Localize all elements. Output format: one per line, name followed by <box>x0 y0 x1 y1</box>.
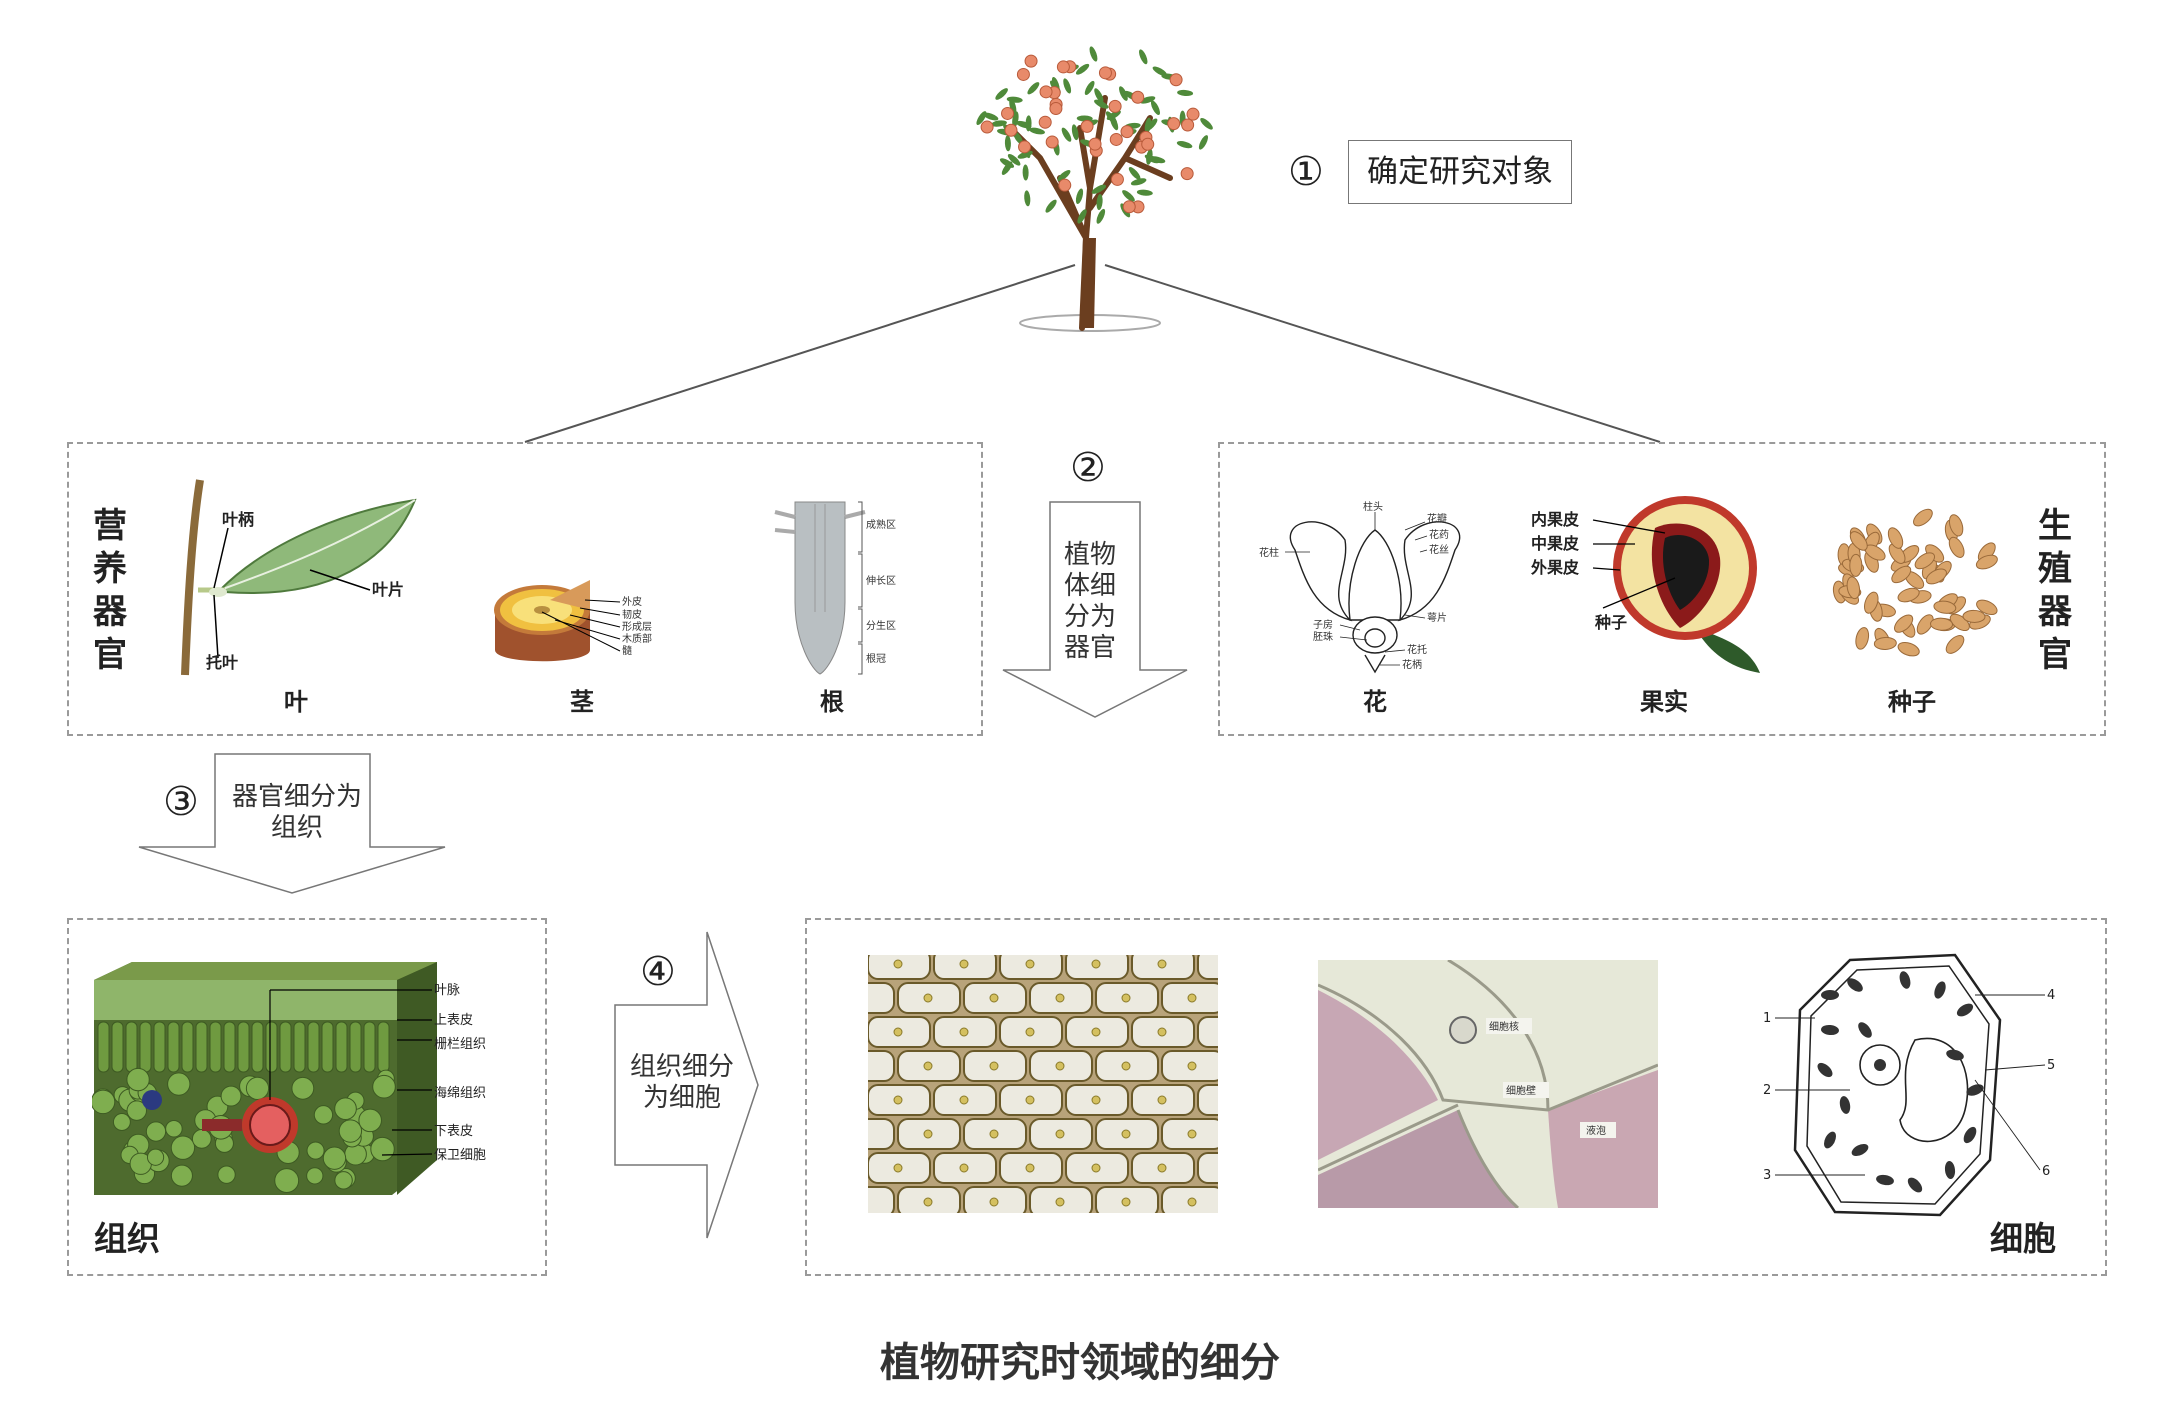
step2-down-arrow <box>1002 501 1188 718</box>
cell-number-6: 6 <box>2042 1164 2050 1179</box>
flower-label-anther: 花药 <box>1429 528 1449 541</box>
leaf-label-petiole: 叶柄 <box>222 510 254 529</box>
root-label-cap: 根冠 <box>866 652 886 665</box>
tissue-box <box>67 918 547 1276</box>
tissue-label-vein: 叶脉 <box>434 983 460 998</box>
organ-label-leaf: 叶 <box>284 688 308 716</box>
step3-down-arrow <box>138 753 446 894</box>
tissue-title: 组织 <box>94 1219 160 1258</box>
tissue-label-palisade: 栅栏组织 <box>434 1037 486 1052</box>
stem-label-xylem: 木质部 <box>622 632 652 645</box>
step4-right-arrow <box>614 931 759 1239</box>
root-label-meristem: 分生区 <box>866 619 896 632</box>
vegetative-organs-box <box>67 442 983 736</box>
micro-label-vacuole: 液泡 <box>1586 1124 1606 1137</box>
stem-cross-section-illustration: 外皮 韧皮 形成层 木质部 髓 <box>494 580 652 662</box>
cell-title: 细胞 <box>1990 1219 2056 1258</box>
cell-micrograph: 细胞核 细胞壁 液泡 <box>1318 960 1658 1208</box>
flower-label-ovule: 胚珠 <box>1313 630 1333 643</box>
flower-label-ovary: 子房 <box>1313 618 1333 631</box>
organ-label-stem: 茎 <box>570 688 594 716</box>
tissue-label-upper-epidermis: 上表皮 <box>434 1013 473 1028</box>
step2-label: 植物体细分为器官 <box>1063 540 1116 663</box>
onion-epidermis-micrograph <box>868 955 1218 1213</box>
root-label-elongation: 伸长区 <box>866 575 896 587</box>
flower-label-filament: 花丝 <box>1429 543 1449 556</box>
tissue-label-spongy: 海绵组织 <box>434 1086 486 1101</box>
reproductive-organs-box <box>1218 442 2106 736</box>
figure-caption: 植物研究时领域的细分 <box>880 1340 1280 1386</box>
plant-cell-diagram: 1 2 3 4 5 6 <box>1763 953 2055 1217</box>
stem-label-pith: 髓 <box>622 644 632 657</box>
fruit-label-exocarp: 外果皮 <box>1530 558 1579 577</box>
organ-label-seed: 种子 <box>1888 688 1936 716</box>
fruit-label-seed: 种子 <box>1594 613 1627 632</box>
flower-label-pedicel: 花柄 <box>1402 658 1422 671</box>
step4-number: ④ <box>640 949 676 995</box>
leaf-illustration: 叶柄 叶片 托叶 <box>181 479 417 676</box>
leaf-tissue-block-illustration: 叶脉 上表皮 栅栏组织 海绵组织 下表皮 保卫细胞 <box>92 962 486 1195</box>
root-label-maturation: 成熟区 <box>866 518 896 531</box>
flower-label-sepal: 萼片 <box>1427 611 1447 624</box>
flower-label-receptacle: 花托 <box>1407 643 1427 656</box>
organ-label-fruit: 果实 <box>1640 688 1688 716</box>
vegetative-title: 营养器官 <box>93 506 127 675</box>
tissue-label-lower-epidermis: 下表皮 <box>434 1124 473 1139</box>
flower-section-illustration: 柱头 花瓣 花药 花柱 花丝 子房 胚珠 萼片 花托 花柄 <box>1259 500 1461 674</box>
micro-label-cell-wall: 细胞壁 <box>1506 1084 1536 1097</box>
reproductive-title: 生殖器官 <box>2038 506 2072 675</box>
peach-fruit-section-illustration: 内果皮 中果皮 外果皮 种子 <box>1530 496 1760 673</box>
stem-label-outer-bark: 外皮 <box>622 595 642 608</box>
organ-label-root: 根 <box>820 688 844 716</box>
cell-number-3: 3 <box>1763 1168 1771 1183</box>
cell-number-4: 4 <box>2047 988 2055 1003</box>
cell-number-1: 1 <box>1763 1011 1771 1026</box>
flower-label-stigma: 柱头 <box>1363 500 1383 513</box>
cell-number-5: 5 <box>2047 1058 2055 1073</box>
step3-label: 器官细分为组织 <box>232 782 363 843</box>
fruit-label-endocarp: 内果皮 <box>1531 510 1579 529</box>
micro-label-nucleus: 细胞核 <box>1489 1020 1519 1033</box>
organ-label-flower: 花 <box>1363 688 1387 716</box>
step1-number: ① <box>1288 149 1324 195</box>
step2-number: ② <box>1070 445 1106 491</box>
step4-label: 组织细分为细胞 <box>629 1052 734 1113</box>
step3-number: ③ <box>163 779 199 825</box>
seeds-illustration <box>1832 508 1998 657</box>
leaf-label-stipule: 托叶 <box>206 653 238 672</box>
peach-tree-illustration <box>976 46 1213 332</box>
stem-label-phloem: 韧皮 <box>622 608 642 621</box>
cell-number-2: 2 <box>1763 1083 1771 1098</box>
flower-label-petal: 花瓣 <box>1427 512 1447 525</box>
root-tip-illustration: 成熟区 伸长区 分生区 根冠 <box>774 501 896 675</box>
leaf-label-blade: 叶片 <box>372 580 404 599</box>
fruit-label-mesocarp: 中果皮 <box>1531 534 1579 553</box>
tissue-label-guard-cell: 保卫细胞 <box>434 1148 486 1163</box>
flower-label-style: 花柱 <box>1259 546 1279 559</box>
stem-label-cambium: 形成层 <box>622 621 652 633</box>
cell-box <box>805 918 2107 1276</box>
step1-label: 确定研究对象 <box>1348 140 1572 204</box>
